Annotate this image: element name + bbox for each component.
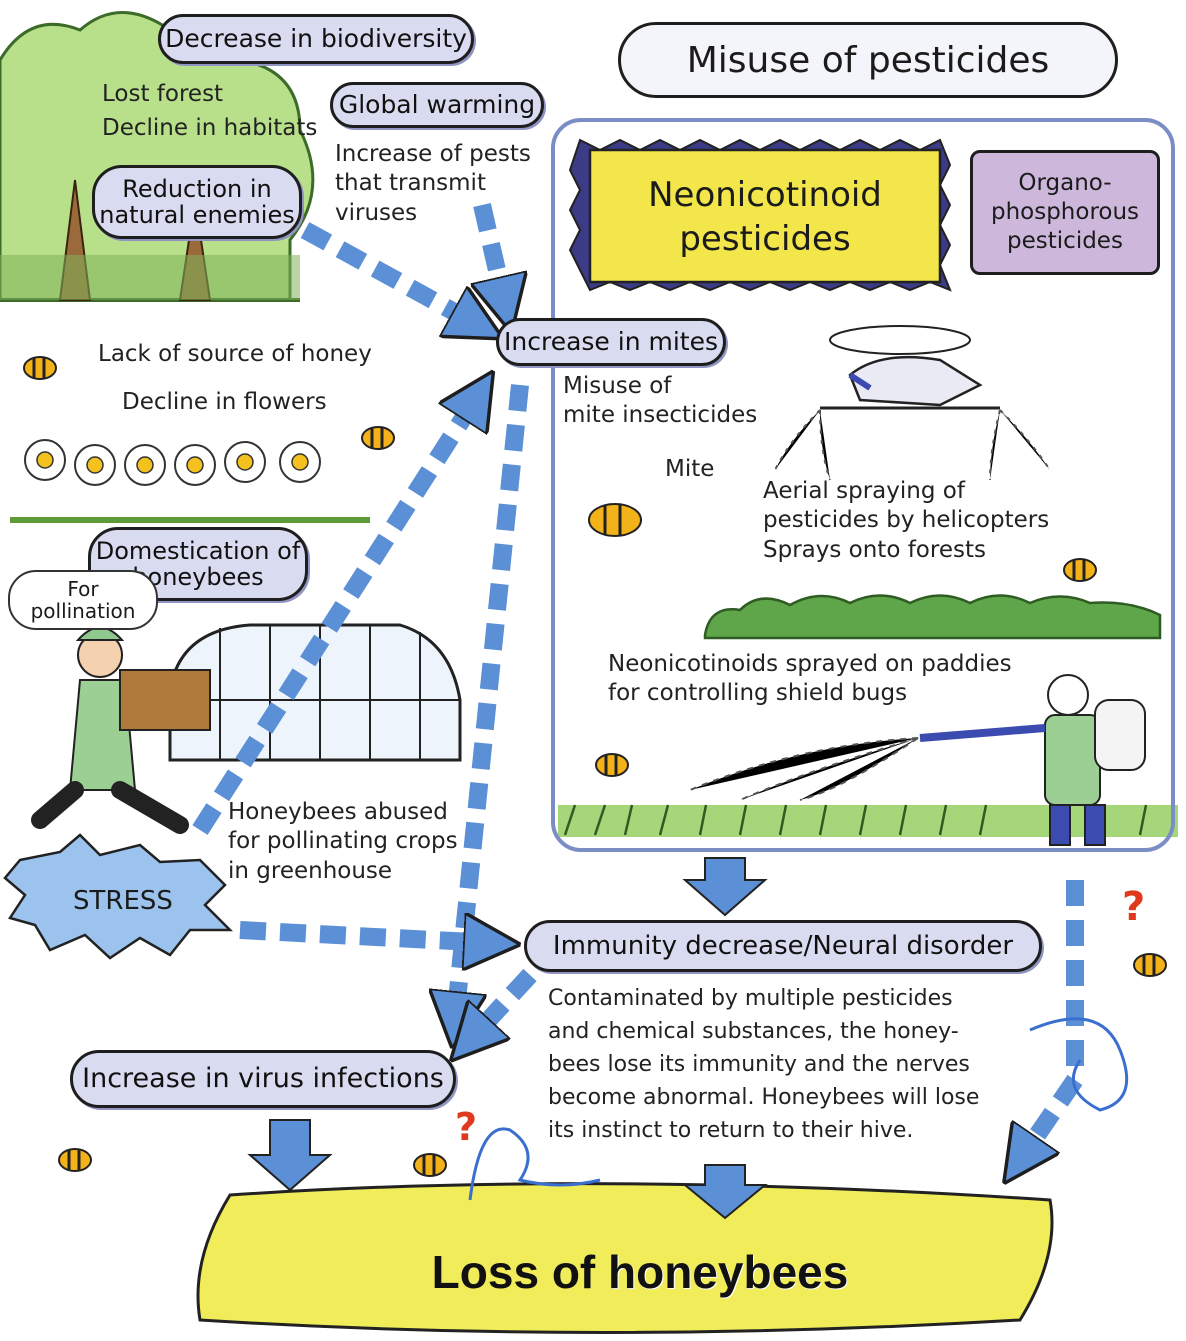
- lack-source-label: Lack of source of honey: [98, 341, 372, 367]
- virus-infections-pill: Increase in virus infections: [70, 1050, 456, 1108]
- misuse-title-pill: Misuse of pesticides: [618, 22, 1118, 98]
- bee-icon: [588, 503, 642, 537]
- pesticide-area-frame: [551, 118, 1175, 852]
- arrow-pests-to-mites: [482, 202, 505, 305]
- flow-arrows: [192, 202, 1084, 1160]
- neonicotinoid-label: Neonicotinoid pesticides: [648, 174, 882, 259]
- bushes-illustration: [703, 594, 1162, 640]
- misuse-mite-text: Misuse of mite insecticides: [563, 373, 758, 429]
- bee-icon: [1063, 558, 1097, 582]
- reduction-enemies-pill: Reduction in natural enemies: [92, 165, 302, 239]
- misuse-title: Misuse of pesticides: [686, 39, 1050, 81]
- lack-source-text: Lack of source of honey: [28, 340, 372, 369]
- domestication-pill: Domestication of honeybees: [88, 527, 308, 601]
- arrow-immunity-to-loss: [682, 1164, 768, 1220]
- immunity-description: Contaminated by multiple pesticides and …: [548, 986, 980, 1143]
- loss-banner: Loss of honeybees: [240, 1230, 1040, 1314]
- arrow-virus-to-loss: [247, 1119, 333, 1192]
- bee-icon: [595, 753, 629, 777]
- stress-label: STRESS: [73, 886, 173, 916]
- increase-pests-text: Increase of pests that transmit viruses: [335, 141, 531, 226]
- flight-path-line: [1029, 1017, 1129, 1112]
- paddy-grass-illustration: [558, 804, 1178, 837]
- farmer-illustration: [31, 626, 211, 834]
- arrow-immunity-to-virus: [470, 968, 537, 1040]
- loss-prefix: Loss of: [431, 1246, 596, 1298]
- question-mark-icon: ?: [455, 1105, 477, 1149]
- aerial-spraying-text: Aerial spraying of pesticides by helicop…: [763, 478, 1050, 563]
- lost-forest-text: Lost forest: [102, 81, 224, 107]
- solid-arrows: [247, 857, 768, 1220]
- bee-icon: [58, 1148, 92, 1172]
- decline-flowers-text: Decline in flowers: [122, 389, 327, 415]
- greenhouse-illustration: [168, 623, 462, 762]
- loss-banner-shape: [196, 1182, 1054, 1334]
- flight-path-line: [468, 1127, 601, 1201]
- stress-burst-shape: [3, 833, 234, 960]
- organophosphorous-box: Organo- phosphorous pesticides: [970, 150, 1160, 275]
- spray-worker-illustration: [689, 674, 1146, 846]
- arrow-stress-to-immunity: [239, 930, 492, 943]
- honeybees-abused-text: Honeybees abused for pollinating crops i…: [228, 799, 458, 884]
- arrow-mites-to-virus: [455, 384, 529, 1020]
- paddies-text: Neonicotinoids sprayed on paddies for co…: [608, 651, 1012, 707]
- bee-icons: [23, 356, 1167, 1177]
- flowers-illustration: [10, 439, 370, 523]
- increase-mites-pill: Increase in mites: [496, 318, 726, 366]
- helicopter-illustration: [774, 325, 1051, 481]
- decrease-biodiversity-pill: Decrease in biodiversity: [158, 14, 474, 64]
- arrow-domestication-to-mites: [192, 395, 478, 835]
- arrow-enemies-to-mites: [300, 222, 478, 325]
- decline-habitats-text: Decline in habitats: [102, 115, 318, 141]
- bee-icon: [361, 426, 395, 450]
- global-warming-pill: Global warming: [330, 82, 544, 128]
- for-pollination-bubble: For pollination: [8, 570, 158, 630]
- bee-icon: [413, 1153, 447, 1177]
- immunity-pill: Immunity decrease/Neural disorder: [524, 920, 1042, 972]
- arrow-pesticides-to-loss: [1020, 880, 1084, 1160]
- mite-label: Mite: [665, 456, 715, 482]
- bee-icon: [23, 356, 57, 380]
- arrow-pesticides-to-immunity: [682, 857, 768, 917]
- question-mark-icon: ?: [1122, 884, 1145, 930]
- bee-icon: [1133, 953, 1167, 977]
- loss-suffix: honeybees: [608, 1246, 849, 1298]
